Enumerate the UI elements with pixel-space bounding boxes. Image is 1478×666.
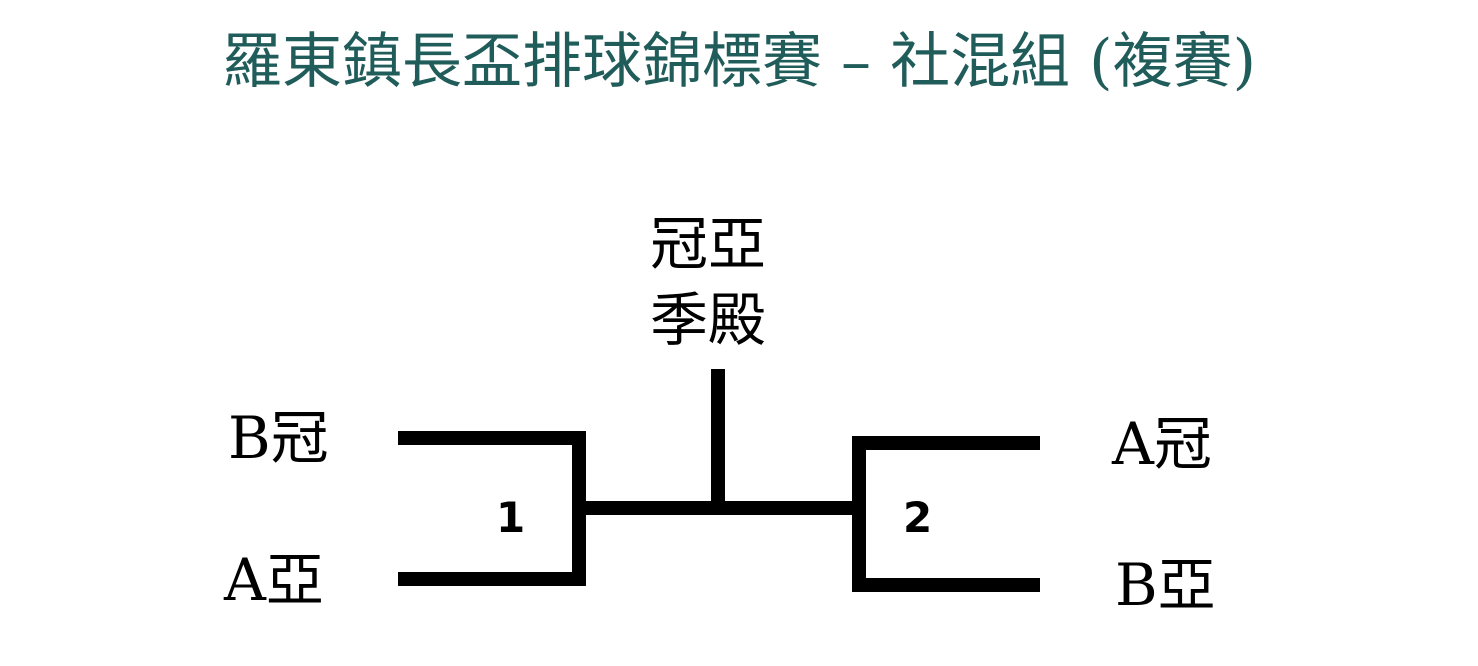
match1-bottom-line [398,572,584,586]
match2-number: 2 [903,493,933,542]
match2-top-line [852,436,1040,450]
match2-top-team: A冠 [1112,410,1212,478]
page-title: 羅東鎮長盃排球錦標賽 – 社混組 (複賽) [221,27,1257,97]
final-label-line2: 季殿 [650,286,767,354]
match1-number: 1 [496,493,526,542]
match2-vertical-line [852,436,866,592]
final-stem-line [711,369,725,509]
final-label-line1: 冠亞 [650,210,767,278]
match1-top-team: B冠 [228,404,329,472]
match2-bottom-line [852,578,1040,592]
match1-bottom-team: A亞 [224,546,324,614]
match2-bottom-team: B亞 [1115,551,1216,619]
match1-top-line [398,431,584,445]
